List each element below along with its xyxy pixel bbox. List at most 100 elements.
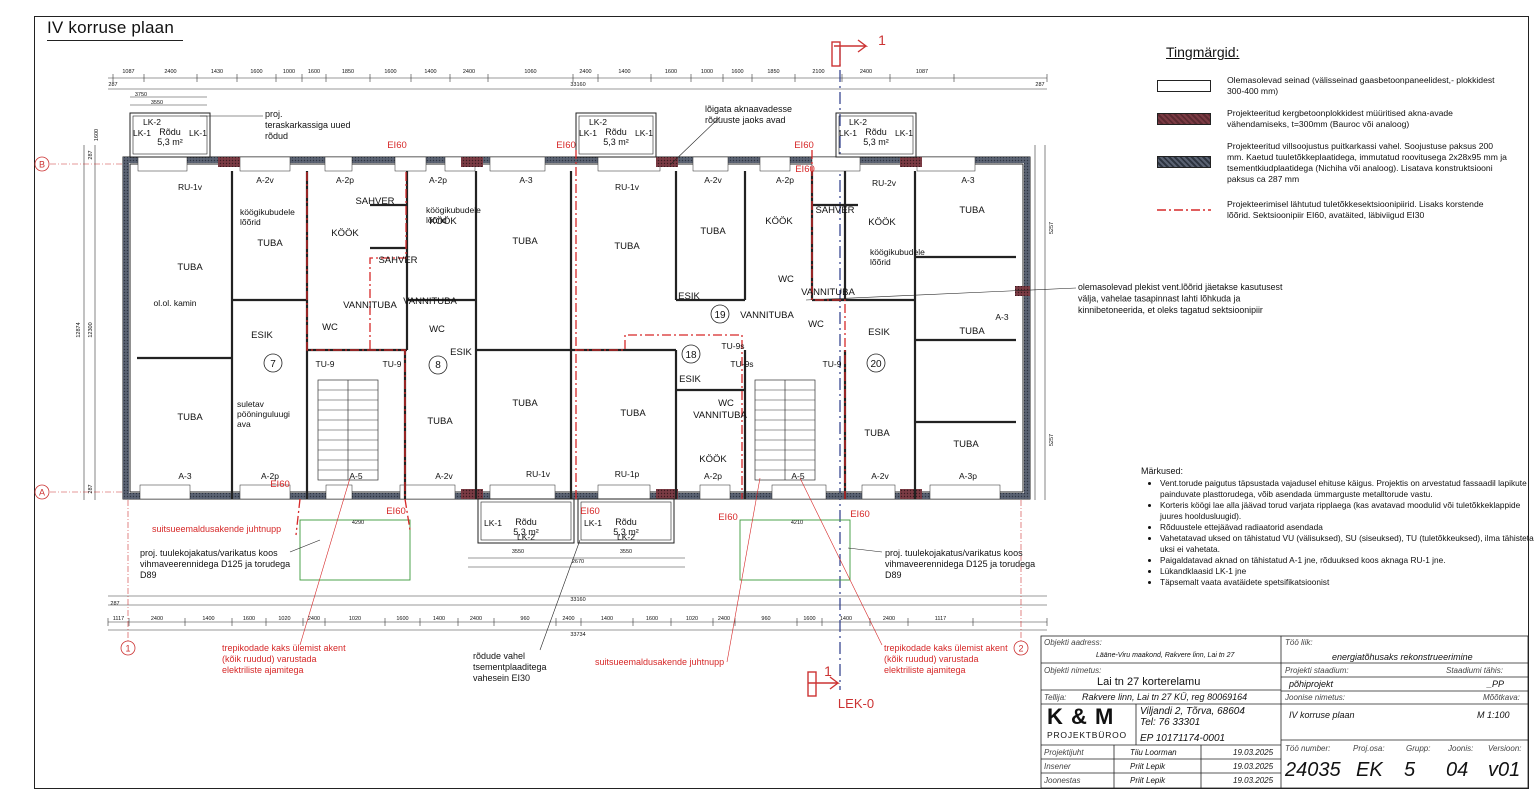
room-note: lõõrid — [240, 217, 261, 227]
tb-role-date: 19.03.2025 — [1233, 776, 1274, 785]
window-opening — [759, 156, 791, 172]
dimension-label: 1117 — [113, 616, 124, 622]
dimension-label: 1600 — [94, 129, 100, 141]
leader-line — [539, 539, 581, 651]
dimension-label: 1400 — [618, 69, 630, 75]
sliding-glass-label: LK-1 — [584, 518, 602, 528]
dimension-label: 2400 — [151, 616, 163, 622]
room-label: RU-1v — [615, 182, 640, 192]
balcony-label: Rõdu — [605, 127, 627, 137]
window-opening — [324, 156, 353, 172]
annotation: elektriliste ajamitega — [884, 665, 966, 675]
room-label: RU-1v — [526, 469, 551, 479]
balcony-area: 5,3 m² — [603, 137, 629, 147]
room-label: A-2v — [256, 175, 274, 185]
canopy — [739, 519, 851, 581]
room-label: WC — [322, 322, 338, 333]
annotation: D89 — [140, 570, 157, 580]
room-label: A-3 — [519, 175, 533, 185]
legend-title: Tingmärgid: — [1166, 44, 1240, 60]
window-opening — [399, 484, 456, 500]
dimension-label: 3750 — [135, 92, 147, 98]
balcony-label: Rõdu — [515, 517, 537, 527]
room-label: TUBA — [512, 398, 538, 409]
dimension-label: 1087 — [122, 69, 134, 75]
room-label: TU-9 — [316, 359, 335, 369]
room-label: SAHVER — [378, 255, 417, 266]
legend-text-fireline: Projekteerimisel lähtutud tuletõkkesekts… — [1227, 199, 1484, 220]
sliding-glass-label: LK-2 — [617, 532, 635, 542]
tb-version-label: Versioon: — [1488, 744, 1522, 753]
tb-part-label: Proj.osa: — [1353, 744, 1385, 753]
room-label: RU-2v — [872, 178, 897, 188]
tb-sheet-label: Joonis: — [1448, 744, 1474, 753]
annotation: välja, vahelae tasapinnast lahti lõhkuda… — [1078, 294, 1240, 304]
leader-line — [289, 539, 321, 553]
annotation: trepikodade kaks ülemist akent — [222, 643, 346, 653]
tb-client-label: Tellija: — [1044, 693, 1067, 702]
dimension-label: 1000 — [283, 69, 295, 75]
room-label: RU-1p — [615, 469, 640, 479]
room-label: KÖÖK — [868, 217, 896, 228]
dimension-label: 1000 — [701, 69, 713, 75]
room-label: A-3 — [961, 175, 975, 185]
tb-work-type: energiatõhusaks rekonstrueerimine — [1332, 652, 1473, 662]
tb-group-label: Grupp: — [1406, 744, 1431, 753]
section-mark — [831, 41, 841, 67]
fire-section-line — [369, 172, 407, 350]
tb-work-type-label: Töö liik: — [1285, 638, 1313, 647]
dimension-label: 4290 — [352, 520, 364, 526]
leader-line — [726, 477, 761, 663]
dimension-label: 12874 — [76, 322, 82, 337]
dimension-label: 2400 — [860, 69, 872, 75]
annotation: rõduuste jaoks avad — [705, 115, 786, 125]
dimension-label: 1850 — [342, 69, 354, 75]
room-label: SAHVER — [355, 196, 394, 207]
tb-role-date: 19.03.2025 — [1233, 748, 1274, 757]
window-opening — [929, 484, 1001, 500]
apartment-number: 18 — [685, 350, 697, 361]
dimension-label: 1117 — [935, 616, 946, 622]
room-label: VANNITUBA — [693, 410, 747, 421]
section-arrow — [808, 676, 841, 690]
room-note: pööninguluugi — [237, 409, 290, 419]
dimension-label: 3550 — [151, 100, 163, 106]
room-note: ava — [237, 419, 251, 429]
dimension-label: 2400 — [470, 616, 482, 622]
window-opening — [325, 484, 353, 500]
window-opening — [139, 484, 191, 500]
room-label: A-2p — [336, 175, 354, 185]
room-label: ESIK — [251, 330, 273, 341]
sheet-frame — [34, 16, 1529, 789]
dimension-label: 1600 — [396, 616, 408, 622]
note-item: Korteris köögi lae alla jäävad torud var… — [1160, 500, 1539, 522]
dimension-label: 2400 — [562, 616, 574, 622]
tb-office-ep: EP 10171174-0001 — [1140, 733, 1226, 744]
insulation-wall — [1024, 157, 1030, 499]
sliding-glass-label: LK-2 — [517, 532, 535, 542]
room-label: SAHVER — [815, 205, 854, 216]
tb-role: Joonestas — [1044, 776, 1081, 785]
tb-group: 5 — [1404, 759, 1416, 781]
legend-swatch-insulation — [1157, 156, 1211, 168]
dimension-label: 1400 — [601, 616, 613, 622]
tb-role-name: Tiiu Loorman — [1130, 748, 1177, 757]
insulation-wall — [123, 157, 1030, 163]
fire-rating-label: EI60 — [718, 512, 738, 523]
title-underline — [47, 40, 183, 41]
fire-section-line — [404, 498, 411, 531]
room-label: A-2v — [435, 471, 453, 481]
dimension-label: 1600 — [665, 69, 677, 75]
room-label: ESIK — [450, 347, 472, 358]
balcony-label: Rõdu — [159, 127, 181, 137]
notes-list: Vent.torude paigutus täpsustada vajaduse… — [1140, 478, 1539, 588]
dimension-label: 1400 — [840, 616, 852, 622]
room-label: TU-9s — [721, 341, 744, 351]
fire-rating-label: EI60 — [580, 506, 600, 517]
room-label: A-3p — [959, 471, 977, 481]
room-label: TUBA — [959, 326, 985, 337]
annotation: elektriliste ajamitega — [222, 665, 304, 675]
legend-swatch-existing — [1157, 80, 1211, 92]
leader-line — [669, 116, 721, 166]
room-label: A-2p — [429, 175, 447, 185]
